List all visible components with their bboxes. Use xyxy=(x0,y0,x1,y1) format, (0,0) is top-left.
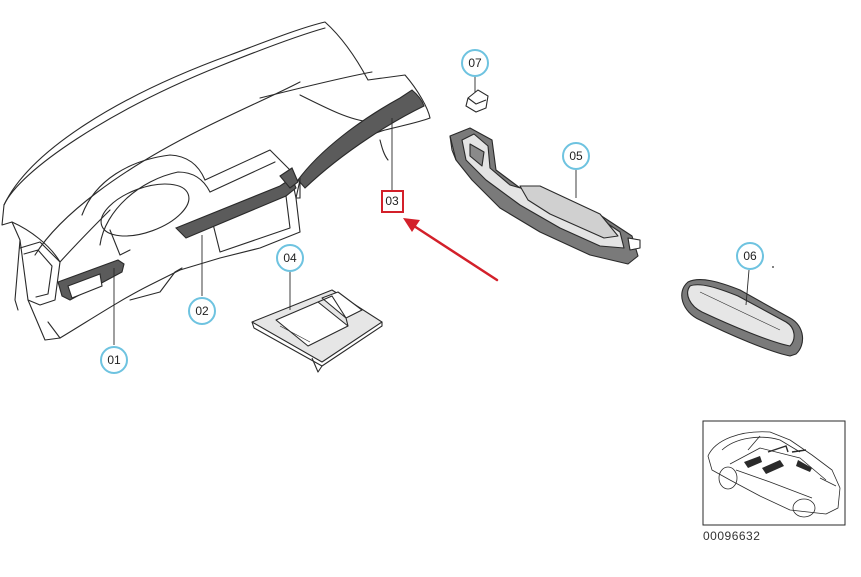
callout-02: 02 xyxy=(188,297,216,325)
callout-01: 01 xyxy=(100,346,128,374)
callout-05: 05 xyxy=(562,142,590,170)
trim-piece-01 xyxy=(57,259,125,301)
stray-dot xyxy=(772,266,774,268)
leader-lines xyxy=(113,76,750,345)
callout-06: 06 xyxy=(736,242,764,270)
dashboard-drawing xyxy=(1,21,431,341)
callout-label-07: 07 xyxy=(468,56,482,70)
callout-label-01: 01 xyxy=(107,353,121,367)
car-thumbnail xyxy=(702,420,846,526)
armrest-06 xyxy=(681,279,804,357)
callout-03: 03 xyxy=(381,190,404,213)
callout-label-03: 03 xyxy=(385,194,399,208)
callout-07: 07 xyxy=(461,49,489,77)
clip-07 xyxy=(465,89,489,113)
trim-strip-03 xyxy=(296,89,425,199)
reference-number: 00096632 xyxy=(703,529,760,543)
callout-label-02: 02 xyxy=(195,304,209,318)
callout-label-05: 05 xyxy=(569,149,583,163)
trim-strip-02 xyxy=(175,167,299,239)
door-trim-05 xyxy=(449,127,641,265)
callout-04: 04 xyxy=(276,244,304,272)
callout-label-06: 06 xyxy=(743,249,757,263)
console-trim-04 xyxy=(251,289,383,373)
highlight-arrow xyxy=(403,218,499,282)
callout-label-04: 04 xyxy=(283,251,297,265)
